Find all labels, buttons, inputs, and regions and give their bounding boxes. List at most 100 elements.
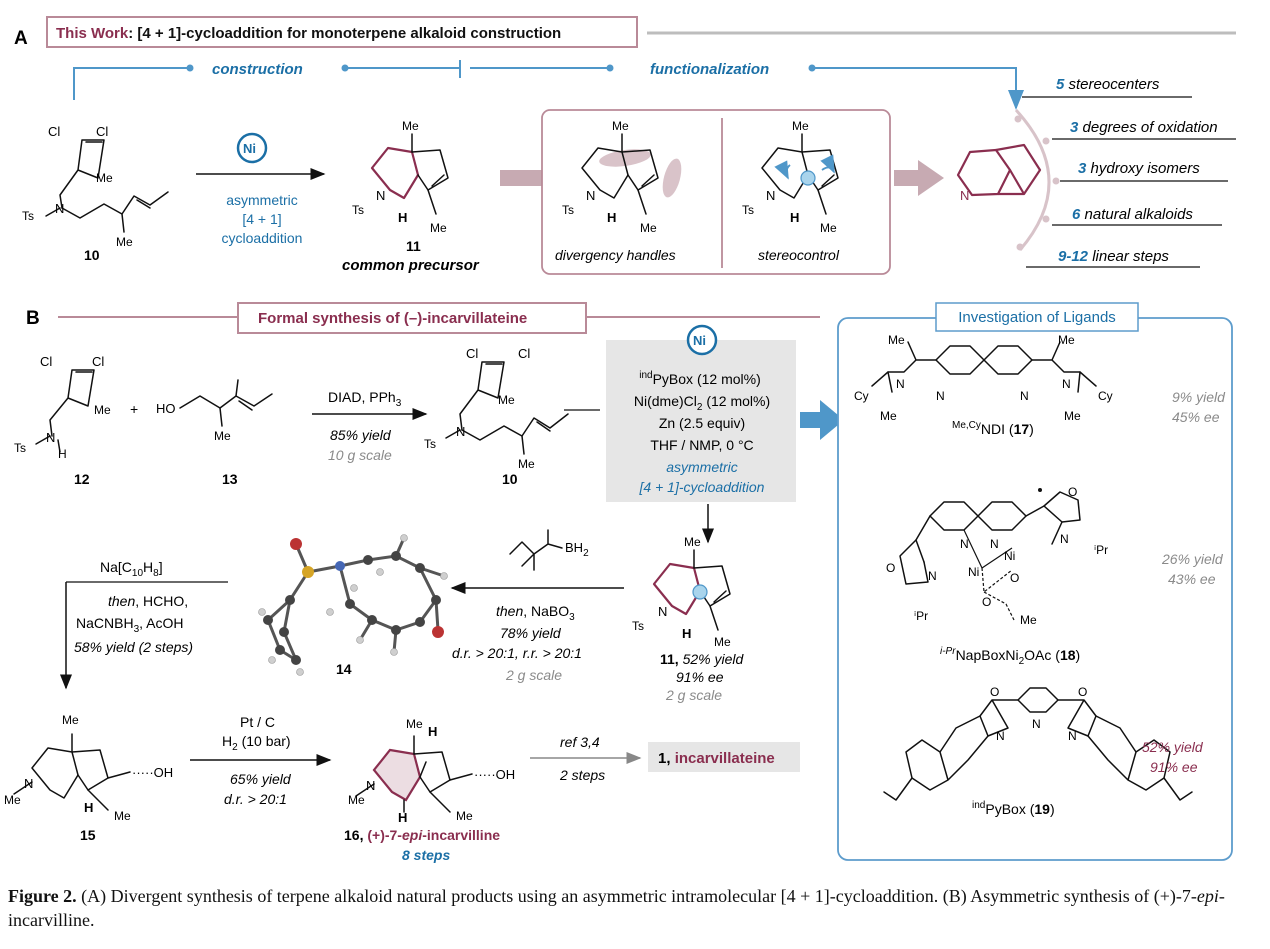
ligand-18-label: i-PrNapBoxNi2OAc (18) [940, 646, 1080, 667]
compound-10-structure-a: Cl Cl Me N Ts Me [22, 124, 169, 249]
ligand-18-yield: 26% yield [1161, 551, 1224, 567]
svg-text:Me: Me [94, 403, 111, 417]
stat-oxidation: 3 degrees of oxidation [1070, 119, 1218, 136]
svg-text:O: O [1078, 685, 1087, 699]
ligand-17-label: Me,CyNDI (17) [952, 420, 1034, 437]
panel-a-title-box [46, 16, 638, 48]
compound-16-steps: 8 steps [402, 847, 450, 863]
na-reagent: Na[C10H8] [100, 559, 163, 579]
stat-hydroxy-isomers: 3 hydroxy isomers [1078, 160, 1200, 177]
svg-text:Me: Me [402, 119, 419, 133]
svg-text:Cl: Cl [466, 346, 478, 361]
construction-label: construction [212, 61, 303, 78]
panel-b-letter: B [26, 308, 40, 329]
plus-sign: + [130, 401, 138, 417]
compound-11-structure-b: Me N Ts H Me [632, 535, 731, 649]
compound-10-structure-b: Cl Cl Me N Ts Me [424, 346, 569, 471]
svg-text:Me: Me [62, 713, 79, 727]
svg-text:N: N [658, 604, 667, 619]
svg-text:N: N [1062, 377, 1071, 391]
svg-text:O: O [990, 685, 999, 699]
svg-text:Me: Me [640, 221, 657, 235]
svg-text:Ni: Ni [243, 141, 256, 156]
caption-text-2: -incarvilline. [8, 886, 1225, 930]
caption-label: Figure 2. [8, 886, 77, 906]
cond-solvent: THF / NMP, 0 °C [650, 437, 753, 453]
svg-text:Me: Me [1058, 333, 1075, 347]
svg-text:N: N [1068, 729, 1077, 743]
pt-h2: H2 (10 bar) [222, 733, 291, 753]
svg-text:ⁱPr: ⁱPr [914, 609, 928, 623]
svg-text:Cl: Cl [48, 124, 60, 139]
borane-label: BH2 [565, 540, 589, 559]
hydrindane-skeleton: N [956, 143, 1042, 203]
ref-text: ref 3,4 [560, 734, 600, 750]
step1-yield: 85% yield [330, 427, 392, 443]
svg-text:Me: Me [792, 119, 809, 133]
svg-text:Me: Me [518, 457, 535, 471]
compound-11-label-b: 11, 52% yield [660, 651, 745, 667]
conditions-box [606, 340, 796, 502]
svg-text:H: H [607, 210, 616, 225]
svg-text:O: O [1010, 571, 1019, 585]
stat-linear-steps: 9-12 linear steps [1058, 248, 1169, 265]
crystal-structure-14 [258, 534, 448, 676]
compound-14-label: 14 [336, 661, 352, 677]
ligand-17-ee: 45% ee [1172, 409, 1220, 425]
svg-text:N: N [1032, 717, 1041, 731]
svg-text:O: O [886, 561, 895, 575]
svg-text:Cl: Cl [92, 354, 104, 369]
caption-epi: epi [1196, 886, 1219, 906]
stereocontrol-structure: Me N Ts H Me [742, 119, 839, 235]
divergency-handles-label: divergency handles [555, 247, 676, 263]
figure-canvas: A This Work: [4 + 1]-cycloaddition for m… [4, 16, 1236, 863]
svg-text:Ts: Ts [562, 203, 574, 217]
stereocontrol-label: stereocontrol [758, 247, 840, 263]
svg-text:Ni: Ni [968, 565, 979, 579]
pt-reagent: Pt / C [240, 714, 275, 730]
panel-b-title: Formal synthesis of (–)-incarvillateine [258, 310, 527, 327]
compound-15-label: 15 [80, 827, 96, 843]
cond-zn: Zn (2.5 equiv) [659, 415, 745, 431]
svg-text:H: H [398, 210, 407, 225]
timeline-dot [186, 64, 194, 72]
compound-16-label: 16, (+)-7-epi-incarvilline [344, 827, 500, 843]
ligand-17-yield: 9% yield [1172, 389, 1226, 405]
compound-10-label-b: 10 [502, 471, 518, 487]
stat-stereocenters: 5 stereocenters [1056, 76, 1160, 93]
svg-text:Me: Me [4, 793, 21, 807]
svg-text:Me: Me [116, 235, 133, 249]
svg-text:Ni: Ni [1004, 549, 1015, 563]
compound-12-label: 12 [74, 471, 90, 487]
borane-structure: BH2 [509, 529, 589, 571]
transition-arrow-right [894, 160, 944, 196]
svg-text:Me: Me [430, 221, 447, 235]
timeline-dot [341, 64, 349, 72]
compound-11-ee: 91% ee [676, 669, 724, 685]
svg-text:Ts: Ts [424, 437, 436, 451]
na-then: then, HCHO, [108, 593, 188, 609]
svg-text:Cy: Cy [854, 389, 869, 403]
ref-steps: 2 steps [559, 767, 605, 783]
common-precursor-label: common precursor [342, 257, 480, 274]
pt-dr: d.r. > 20:1 [224, 791, 287, 807]
ligand-17-structure: Me Me N N N N Cy Cy Me Me [854, 333, 1113, 423]
svg-text:H: H [790, 210, 799, 225]
compound-12-structure: Cl Cl Me N H Ts [14, 354, 111, 461]
svg-text:Ts: Ts [14, 441, 26, 455]
svg-text:N: N [586, 188, 595, 203]
final-product: 1, incarvillateine [658, 750, 775, 767]
compound-16-structure: Me H N Me H Me ·····OH [348, 717, 515, 825]
panel-a-title: This Work: [4 + 1]-cycloaddition for mon… [56, 25, 561, 42]
svg-text:Me: Me [820, 221, 837, 235]
hydro-dr: d.r. > 20:1, r.r. > 20:1 [452, 645, 582, 661]
svg-text:Cl: Cl [518, 346, 530, 361]
svg-text:·····OH: ·····OH [474, 767, 515, 782]
compound-11-scale: 2 g scale [665, 687, 722, 703]
compound-13-label: 13 [222, 471, 238, 487]
ni-catalyst-icon-b: Ni [686, 324, 718, 356]
stat-dots [1014, 115, 1060, 251]
ligand-19-label: indPyBox (19) [972, 800, 1055, 817]
svg-text:Me: Me [456, 809, 473, 823]
svg-text:N: N [1060, 532, 1069, 546]
